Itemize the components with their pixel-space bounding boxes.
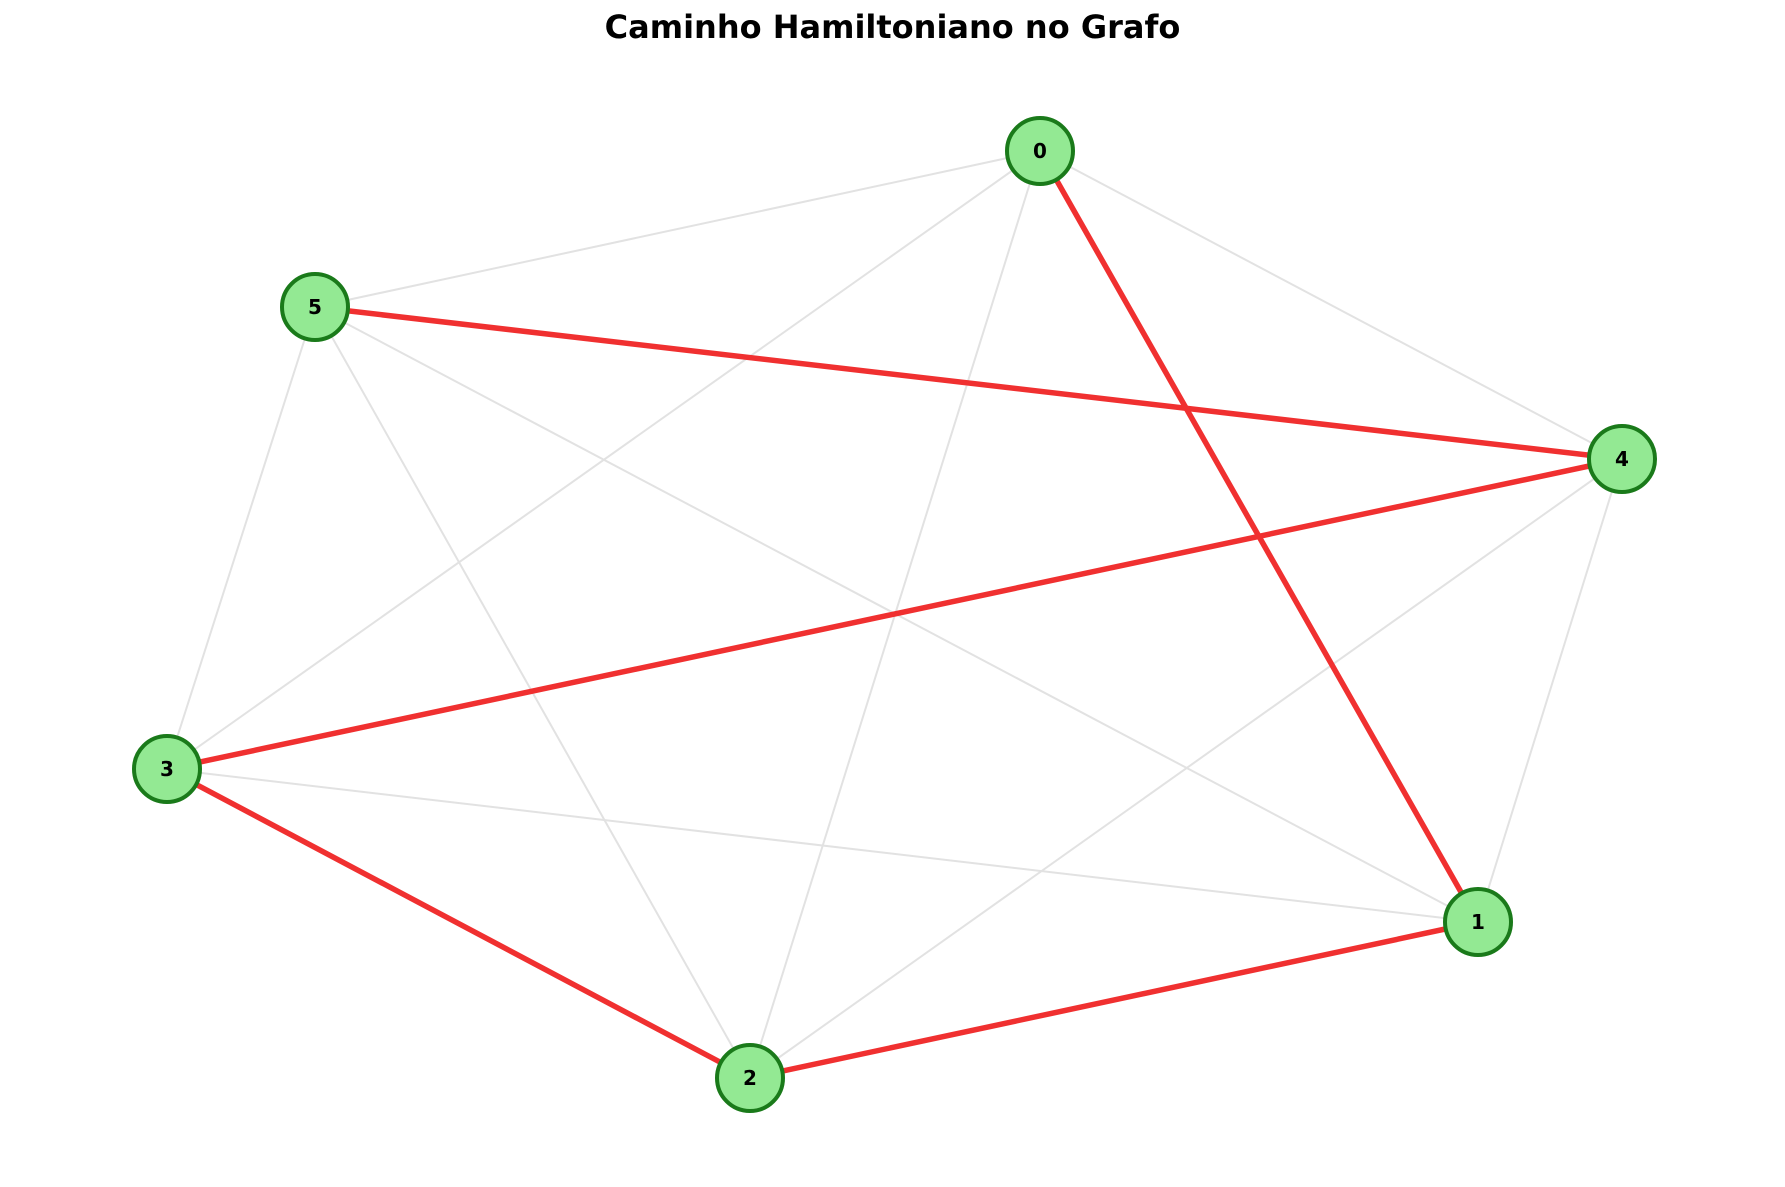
path-edge-5-4 — [312, 304, 1625, 462]
node-2: 2 — [715, 1043, 785, 1113]
path-edge-4-3 — [164, 456, 1625, 772]
chart-title: Caminho Hamiltoniano no Grafo — [604, 8, 1181, 46]
node-label-5: 5 — [308, 295, 322, 319]
edge-0-4 — [1039, 150, 1623, 460]
edge-4-2 — [749, 458, 1623, 1079]
hamiltonian-path-edges — [164, 148, 1625, 1081]
node-circle-5 — [280, 272, 350, 342]
edge-5-3 — [166, 306, 316, 770]
node-label-0: 0 — [1033, 139, 1047, 163]
edge-4-1 — [1477, 458, 1623, 923]
node-0: 0 — [1005, 116, 1075, 186]
edge-3-1 — [166, 768, 1479, 923]
node-3: 3 — [132, 734, 202, 804]
node-circle-3 — [132, 734, 202, 804]
node-label-3: 3 — [160, 757, 174, 781]
node-circle-1 — [1443, 887, 1513, 957]
node-circle-4 — [1587, 424, 1657, 494]
node-1: 1 — [1443, 887, 1513, 957]
node-circle-2 — [715, 1043, 785, 1113]
graph-nodes: 0 1 2 3 4 5 — [132, 116, 1657, 1113]
path-edge-3-2 — [164, 766, 753, 1081]
edge-0-5 — [314, 150, 1041, 308]
node-label-4: 4 — [1615, 447, 1629, 471]
node-circle-0 — [1005, 116, 1075, 186]
node-label-2: 2 — [743, 1066, 757, 1090]
node-label-1: 1 — [1471, 910, 1485, 934]
node-5: 5 — [280, 272, 350, 342]
node-4: 4 — [1587, 424, 1657, 494]
path-edge-2-1 — [747, 919, 1481, 1081]
